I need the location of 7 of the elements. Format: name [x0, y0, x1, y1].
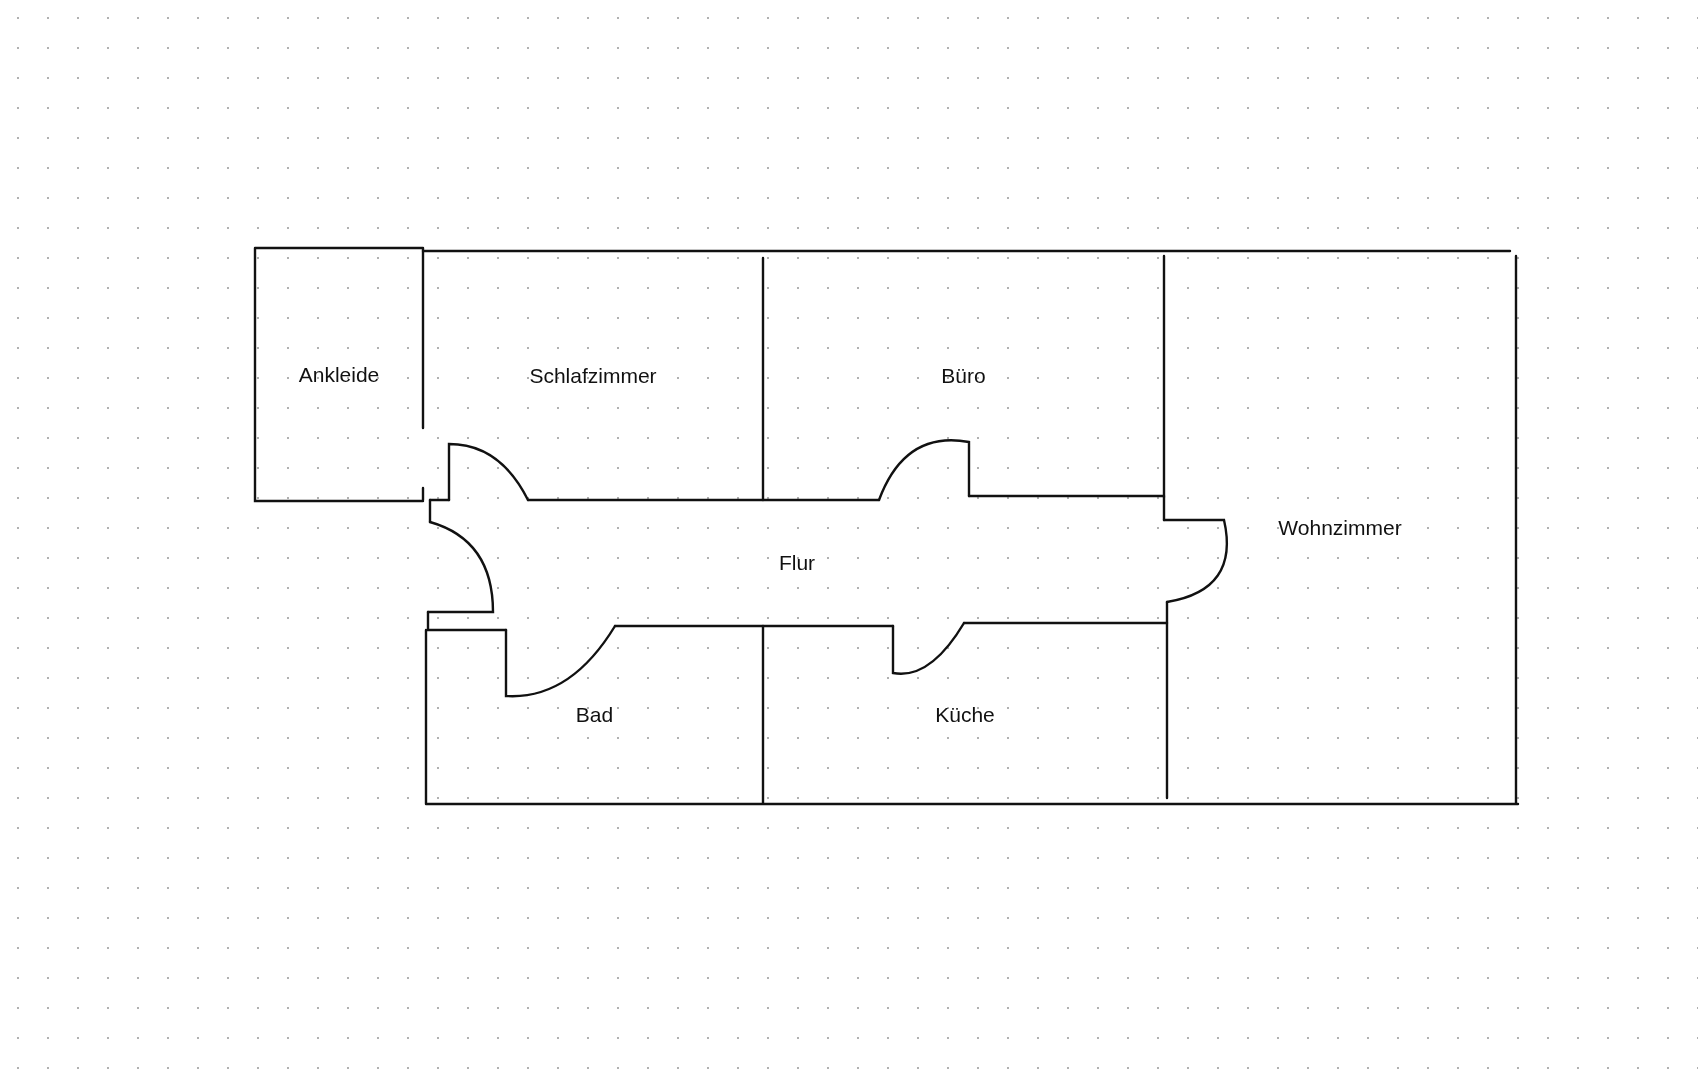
room-label: Wohnzimmer [1278, 515, 1402, 540]
room-label: Küche [935, 703, 995, 727]
room-label: Schlafzimmer [529, 363, 657, 388]
room-label: Büro [941, 363, 986, 388]
room-label: Flur [778, 551, 816, 575]
room-label: Ankleide [298, 362, 380, 387]
room-label: Bad [575, 703, 614, 727]
